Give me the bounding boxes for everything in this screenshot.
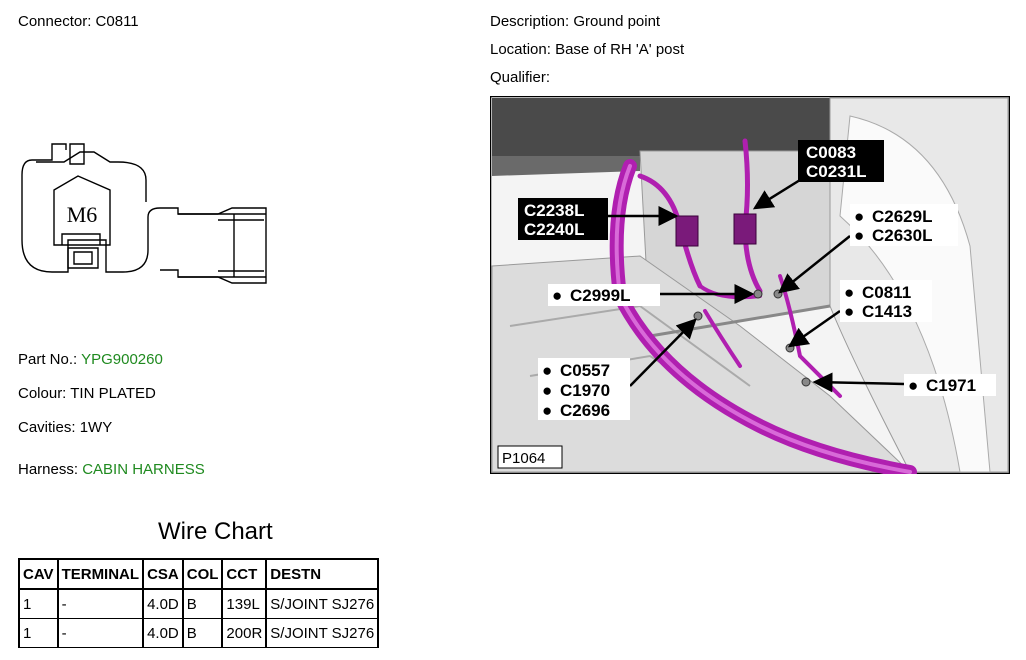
callout-c1970: C1970 (560, 381, 610, 400)
col-cav-header: CAV (18, 558, 59, 590)
description-label: Description: (490, 13, 570, 30)
cell-cct: 139L (221, 588, 268, 619)
connector-terminal-drawing: M6 (21, 143, 267, 284)
image-ref-label: P1064 (502, 450, 545, 467)
callout-c2696: C2696 (560, 401, 610, 420)
callout-c2629l-bullet: ● (854, 207, 864, 226)
ground-studs (693, 289, 811, 387)
location-value: Base of RH 'A' post (555, 41, 685, 58)
cell-col: B (181, 618, 224, 648)
callout-c0557: C0557 (560, 361, 610, 380)
part-no-link[interactable]: YPG900260 (81, 351, 163, 368)
harness-connectors (675, 213, 757, 247)
wire-chart-title: Wire Chart (158, 518, 273, 545)
connector-value: C0811 (95, 13, 139, 30)
colour-line: Colour: TIN PLATED (18, 385, 156, 402)
cell-csa: 4.0D (142, 588, 184, 619)
connector-line: Connector: C0811 (18, 13, 139, 30)
callout-c0557-bullet: ● (542, 361, 552, 380)
connector-label: Connector: (18, 13, 92, 30)
harness-line: Harness: CABIN HARNESS (18, 461, 205, 478)
cavities-label: Cavities: (18, 419, 76, 436)
callout-c1970-bullet: ● (542, 381, 552, 400)
wire-chart-header-row: CAV TERMINAL CSA COL CCT DESTN (18, 558, 380, 590)
colour-value: TIN PLATED (70, 385, 156, 402)
cavities-line: Cavities: 1WY (18, 419, 112, 436)
cell-cav: 1 (18, 588, 59, 619)
callout-c2999l: C2999L (570, 286, 630, 305)
cell-cct: 200R (221, 618, 268, 648)
location-label: Location: (490, 41, 551, 58)
callout-c2240l: C2240L (524, 220, 584, 239)
part-no-line: Part No.: YPG900260 (18, 351, 163, 368)
cell-csa: 4.0D (142, 618, 184, 648)
col-cct-header: CCT (221, 558, 268, 590)
wire-chart-table: CAV TERMINAL CSA COL CCT DESTN 1 - 4.0D … (18, 558, 380, 648)
callout-c0231l: C0231L (806, 162, 866, 181)
callout-c2630l: C2630L (872, 226, 932, 245)
stud-size-text: M6 (67, 202, 98, 227)
callout-c0083: C0083 (806, 143, 856, 162)
location-illustration: C0083 C0231L C2238L C2240L ● C2629L ● C2… (490, 96, 1010, 474)
callout-c1971-bullet: ● (908, 376, 918, 395)
cell-col: B (181, 588, 224, 619)
harness-link[interactable]: CABIN HARNESS (82, 461, 205, 478)
callout-c0811-bullet: ● (844, 283, 854, 302)
col-csa-header: CSA (142, 558, 184, 590)
colour-label: Colour: (18, 385, 67, 402)
cavities-value: 1WY (79, 419, 113, 436)
callout-c2238l: C2238L (524, 201, 584, 220)
callout-c0811: C0811 (862, 283, 911, 302)
part-no-label: Part No.: (18, 351, 78, 368)
harness-label: Harness: (18, 461, 79, 478)
callout-c2630l-bullet: ● (854, 226, 864, 245)
callout-c2629l: C2629L (872, 207, 932, 226)
col-terminal-header: TERMINAL (56, 558, 145, 590)
cell-cav: 1 (18, 618, 59, 648)
cell-destn: S/JOINT SJ276 (265, 588, 380, 619)
cell-terminal: - (56, 588, 145, 619)
callout-c2999l-bullet: ● (552, 286, 562, 305)
callout-c1413-bullet: ● (844, 302, 854, 321)
description-value: Ground point (573, 13, 661, 30)
table-row: 1 - 4.0D B 200R S/JOINT SJ276 (18, 618, 380, 648)
location-line: Location: Base of RH 'A' post (490, 41, 684, 58)
description-line: Description: Ground point (490, 13, 660, 30)
callout-c1971: C1971 (926, 376, 976, 395)
table-row: 1 - 4.0D B 139L S/JOINT SJ276 (18, 588, 380, 619)
qualifier-label: Qualifier: (490, 69, 551, 86)
callout-c2696-bullet: ● (542, 401, 552, 420)
callout-c1413: C1413 (862, 302, 912, 321)
qualifier-line: Qualifier: (490, 69, 550, 86)
col-destn-header: DESTN (265, 558, 380, 590)
col-col-header: COL (181, 558, 224, 590)
cell-destn: S/JOINT SJ276 (265, 618, 380, 648)
cell-terminal: - (56, 618, 145, 648)
callout-arrows (608, 178, 905, 393)
